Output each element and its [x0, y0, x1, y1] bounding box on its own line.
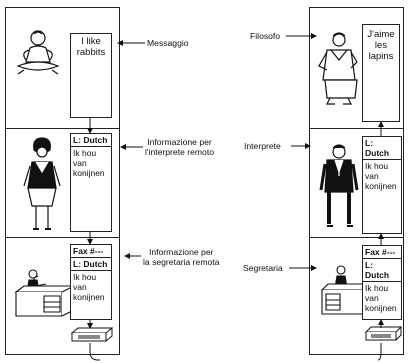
right-interpreter-note: L: Dutch Ik hou van konijnen	[362, 136, 402, 234]
right-secretary-note: Fax #--- L: Dutch Ik hou van konijnen	[362, 245, 402, 320]
label-filosofo: Filosofo	[250, 31, 281, 41]
label-info-segretaria: Informazione per la segretaria remota	[143, 247, 219, 267]
left-secretary-fax: Fax #---	[73, 246, 104, 256]
left-secretary-line-3: konijnen	[73, 292, 105, 302]
label-segretaria: Segretaria	[243, 263, 283, 273]
left-secretary-line-1: Ik hou	[73, 272, 97, 282]
label-info-interprete-line-2: l'interprete remoto	[145, 147, 214, 157]
right-secretary-fax: Fax #---	[365, 247, 396, 257]
left-interpreter-line-2: van	[73, 158, 87, 168]
left-secretary-language: L: Dutch	[73, 259, 108, 269]
label-messaggio: Messaggio	[147, 38, 189, 48]
right-message-line-2: les	[374, 40, 388, 51]
right-secretary-line-2: van	[365, 293, 379, 303]
right-interpreter-line-3: konijnen	[365, 181, 397, 191]
right-message-note: J'aime les lapins	[362, 24, 400, 122]
label-info-segretaria-line-1: Informazione per	[148, 247, 214, 257]
left-secretary-line-2: van	[73, 282, 87, 292]
right-interpreter-language: L: Dutch	[365, 138, 390, 158]
right-interpreter-line-2: van	[365, 171, 379, 181]
right-interpreter-line-1: Ik hou	[365, 161, 389, 171]
left-secretary-note: Fax #--- L: Dutch Ik hou van konijnen	[70, 244, 112, 320]
left-interpreter-line-1: Ik hou	[73, 148, 97, 158]
right-secretary-line-1: Ik hou	[365, 283, 389, 293]
left-message-line-1: I like	[81, 36, 101, 47]
left-interpreter-language: L: Dutch	[73, 135, 108, 145]
right-message-line-3: lapins	[368, 51, 394, 62]
left-message-note: I like rabbits	[70, 33, 112, 118]
right-secretary-line-3: konijnen	[365, 303, 397, 313]
right-message-line-1: J'aime	[367, 29, 395, 40]
left-interpreter-line-3: konijnen	[73, 168, 105, 178]
label-info-segretaria-line-2: la segretaria remota	[143, 257, 220, 267]
left-message-line-2: rabbits	[76, 47, 106, 58]
left-interpreter-note: L: Dutch Ik hou van konijnen	[70, 133, 112, 232]
label-interprete: Interprete	[244, 141, 281, 151]
label-info-interprete-line-1: Informazione per	[147, 137, 212, 147]
label-info-interprete: Informazione per l'interprete remoto	[145, 137, 214, 157]
right-secretary-language: L: Dutch	[365, 260, 390, 280]
